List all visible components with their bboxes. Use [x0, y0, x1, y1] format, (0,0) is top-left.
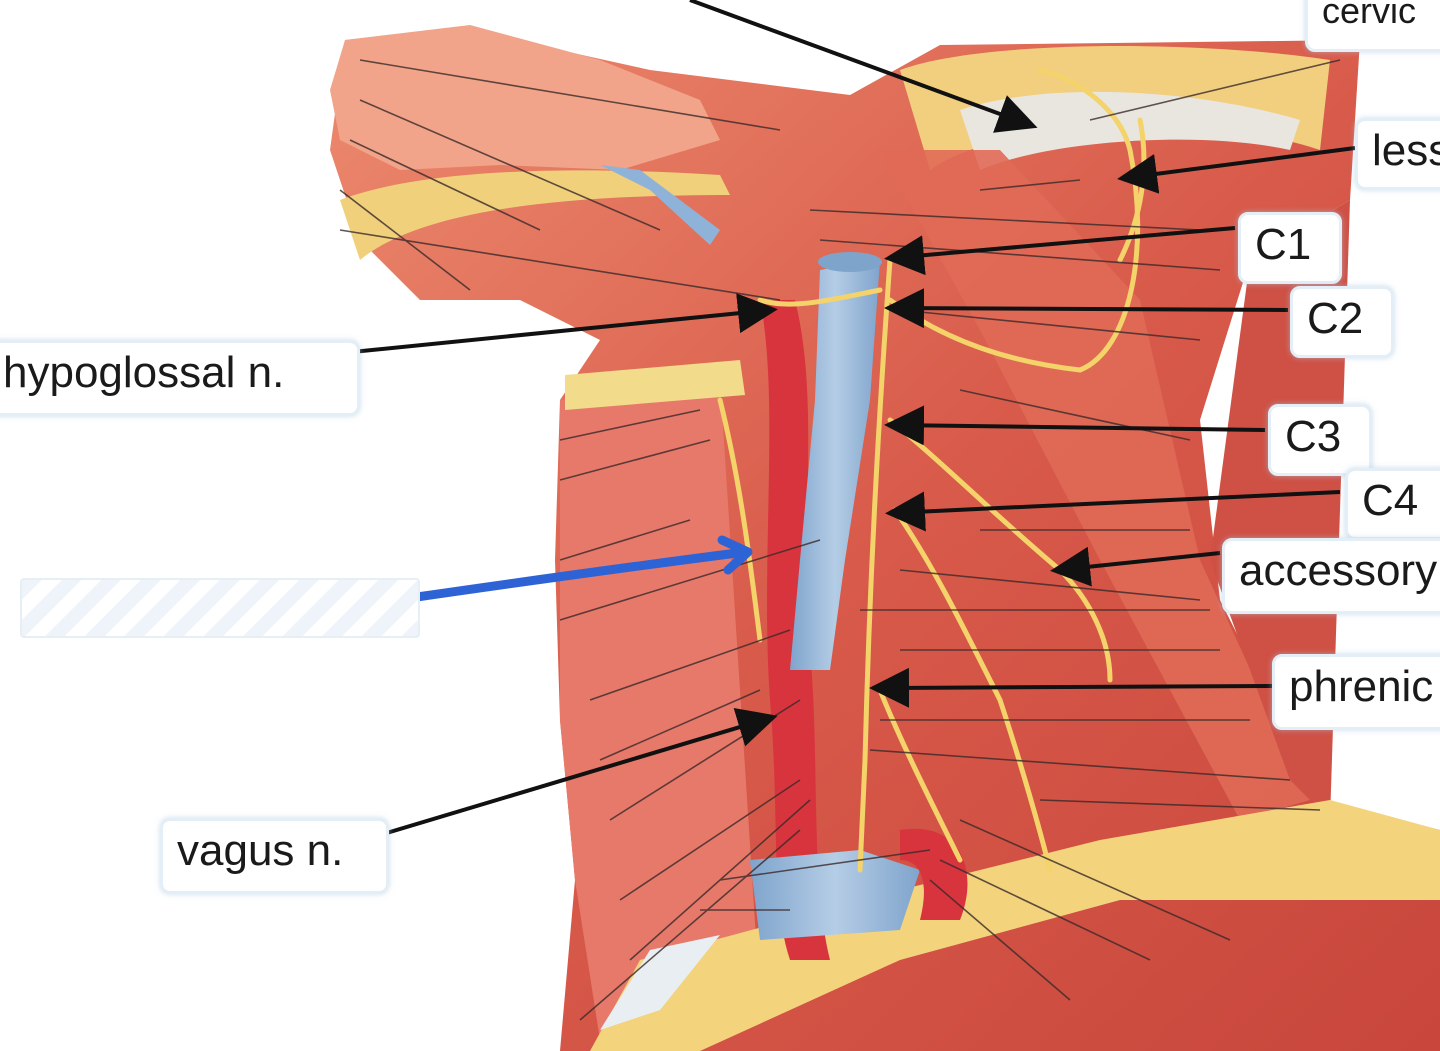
jaw-fat: [340, 170, 730, 260]
label-c3: C3: [1268, 404, 1372, 476]
drawn-blue-arrow: [405, 535, 753, 603]
occipital-inner: [960, 91, 1300, 170]
arrow-c4: [885, 490, 1341, 532]
arrow-vagus: [369, 708, 778, 840]
subclavian-vein: [750, 850, 920, 940]
clavicle-band: [590, 800, 1440, 1051]
label-cervical: cervic: [1305, 0, 1440, 52]
arrow-c2: [884, 288, 1289, 329]
label-lesser: less: [1355, 118, 1440, 190]
label-c2: C2: [1290, 286, 1394, 358]
blank-answer-box[interactable]: [20, 578, 420, 638]
label-c4: C4: [1345, 468, 1440, 540]
scm-muscle: [880, 150, 1310, 820]
label-c1: C1: [1238, 212, 1342, 284]
internal-jugular-vein: [790, 260, 880, 670]
leader-lines: [339, 59, 1341, 1021]
label-hypoglossal: hypoglossal n.: [0, 340, 360, 416]
arrow-c3: [884, 405, 1266, 446]
arrow-lesser: [1117, 146, 1356, 194]
pointer-arrows: [321, 0, 1356, 840]
arrow-phrenic: [869, 667, 1273, 708]
arrow-hypoglossal: [321, 293, 778, 357]
clavicle-bone: [600, 935, 720, 1030]
label-phrenic: phrenic: [1272, 654, 1440, 730]
label-accessory: accessory: [1222, 538, 1440, 614]
hyoid-bone: [565, 360, 745, 410]
arrow-accessory: [1050, 546, 1221, 587]
arrow-c1: [884, 226, 1236, 276]
label-vagus: vagus n.: [160, 818, 389, 894]
face-region: [330, 25, 720, 170]
arrow-cervical: [689, 0, 1038, 133]
facial-vein: [600, 165, 720, 245]
